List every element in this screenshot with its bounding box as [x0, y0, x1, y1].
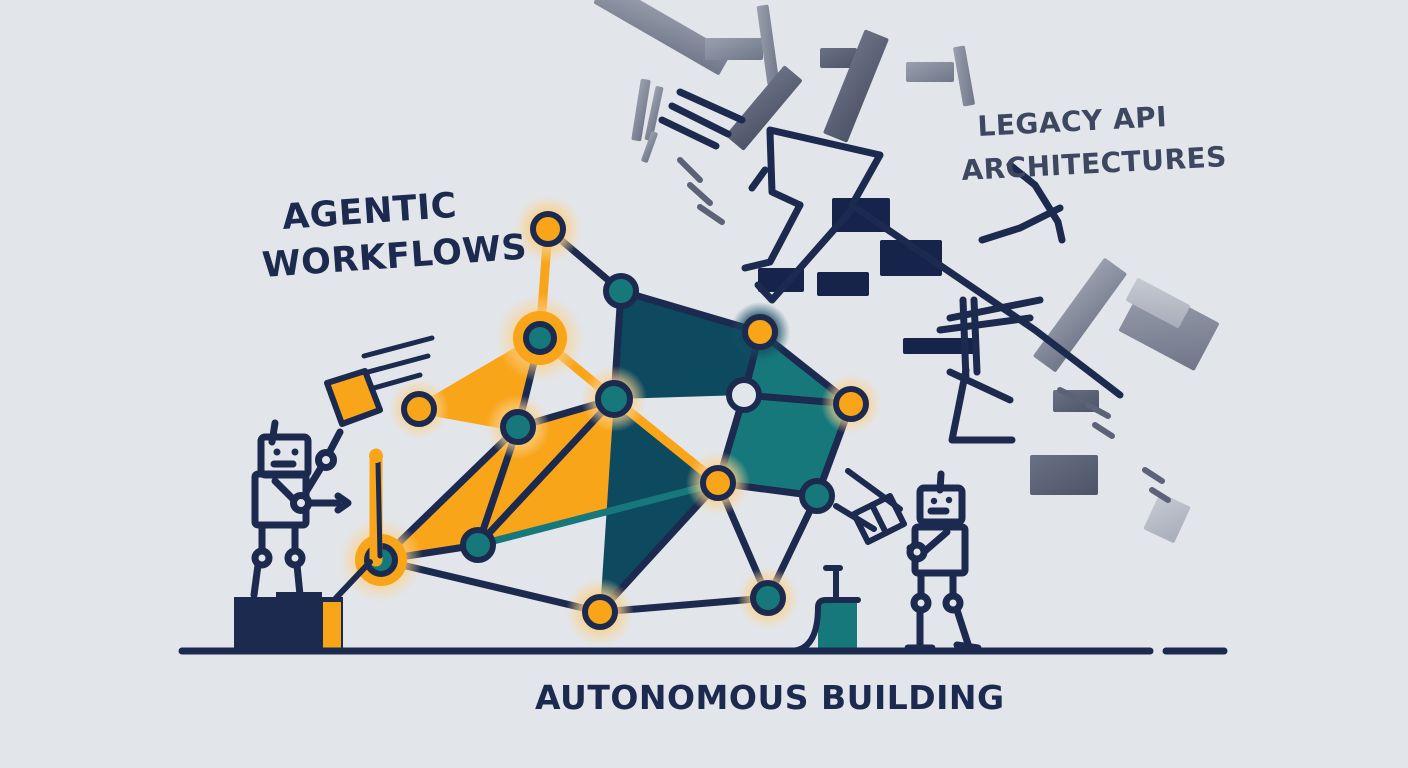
node-core-n5: [603, 273, 639, 309]
debris-dash-1: [687, 182, 713, 206]
debris-bar-16: [953, 45, 975, 107]
network-node-n8: [726, 377, 762, 413]
debris-bar-4: [906, 62, 954, 82]
debris-bar-14: [1030, 455, 1098, 495]
network-face-6: [718, 395, 851, 496]
node-core-n9: [833, 386, 869, 422]
network-node-n15: [737, 567, 799, 629]
network-face-4: [600, 399, 718, 612]
node-core-n13: [799, 478, 835, 514]
network-face-7: [614, 291, 760, 399]
debris-bar-0: [593, 0, 732, 75]
label-caption: AUTONOMOUS BUILDING: [535, 678, 1005, 717]
node-core-n4: [500, 409, 536, 445]
network-node-n9: [821, 374, 881, 434]
node-core-n14: [582, 594, 618, 630]
node-core-n2: [523, 321, 557, 355]
network-node-n6: [581, 366, 647, 432]
debris-navy-block-1: [880, 240, 942, 276]
orange-block-icon: [324, 368, 383, 427]
network-node-n3: [389, 379, 449, 439]
network-node-n2: [496, 294, 584, 382]
crane-lever: [333, 448, 383, 601]
debris-bar-3: [823, 29, 889, 143]
debris-navy-block-4: [903, 338, 977, 354]
network-node-n13: [799, 478, 835, 514]
network-node-n11: [460, 527, 496, 563]
debris-bar-5: [756, 4, 780, 86]
node-core-n11: [460, 527, 496, 563]
robot-builder-left-icon: [250, 419, 352, 599]
debris-dash-3: [1057, 387, 1083, 403]
node-core-n7: [742, 314, 778, 350]
motion-streak-lines: [361, 335, 435, 391]
debris-dash-6: [1142, 467, 1165, 484]
network-edge-n11-n12: [474, 479, 722, 549]
left-platform: [234, 592, 343, 651]
debris-dash-5: [1092, 422, 1115, 439]
network-edge-n6-n11: [474, 395, 618, 549]
debris-bar-7: [631, 78, 651, 142]
network-node-n4: [486, 395, 550, 459]
network-node-n5: [603, 273, 639, 309]
network-node-n14: [566, 578, 634, 646]
held-panel-icon: [833, 468, 907, 545]
debris-bar-2: [820, 48, 857, 68]
debris-dash-2: [697, 204, 725, 225]
node-core-n6: [595, 380, 633, 418]
debris-dash-0: [677, 157, 703, 183]
network-node-n7: [730, 302, 790, 362]
node-core-n8: [726, 377, 762, 413]
node-core-n1: [530, 211, 566, 247]
node-core-n15: [750, 580, 786, 616]
debris-navy-block-3: [817, 272, 869, 296]
node-core-n3: [401, 391, 437, 427]
network-node-n1: [514, 195, 582, 263]
teal-base-shape: [787, 565, 861, 654]
debris-bar-9: [641, 131, 658, 163]
debris-dash-4: [1085, 402, 1111, 419]
debris-bar-12: [1126, 278, 1190, 328]
network-node-n12: [686, 451, 750, 515]
node-core-n12: [700, 465, 736, 501]
debris-bar-6: [726, 65, 802, 151]
debris-bar-1: [705, 38, 763, 60]
debris-bar-8: [644, 86, 664, 141]
legacy-frame-lines: [658, 88, 1124, 444]
debris-dash-7: [1149, 487, 1171, 503]
legacy-architecture-debris: [593, 0, 1219, 543]
debris-bar-15: [1143, 493, 1191, 543]
